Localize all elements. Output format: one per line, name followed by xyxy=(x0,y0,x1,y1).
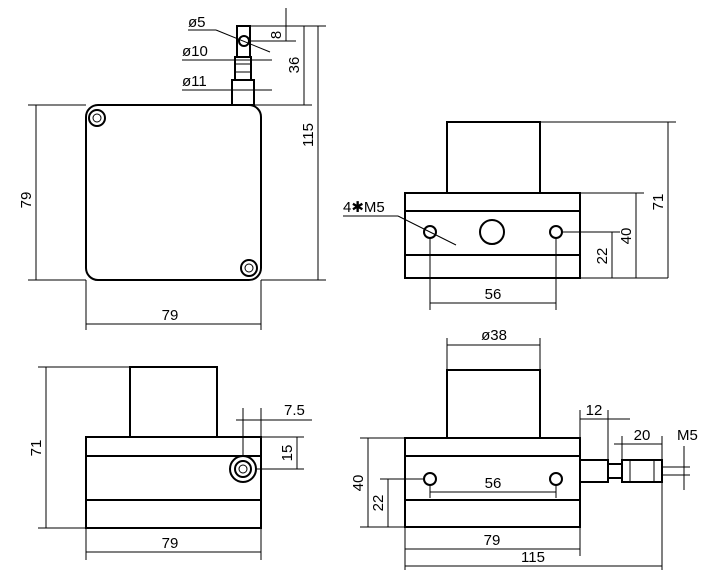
clevis-pin-hole xyxy=(238,35,250,47)
side-outlet-core xyxy=(238,464,248,474)
dim-bottom-40: 40 xyxy=(350,475,367,492)
dim-front-56: 56 xyxy=(485,286,502,303)
side-outlet-inner xyxy=(234,460,252,478)
dim-top-115: 115 xyxy=(300,123,317,147)
dim-bottom-20: 20 xyxy=(634,427,651,444)
screw-bottom-right xyxy=(240,259,258,277)
dim-front-40: 40 xyxy=(618,228,635,245)
dim-top-height: 79 xyxy=(18,192,35,209)
dim-side-79: 79 xyxy=(162,535,179,552)
center-hole xyxy=(479,219,505,245)
dim-side-7-5: 7.5 xyxy=(284,402,305,419)
dim-top-width: 79 xyxy=(162,307,179,324)
side-outlet-ring xyxy=(229,455,257,483)
dim-bottom-56: 56 xyxy=(485,475,502,492)
bottom-outlet-clevis xyxy=(621,459,663,483)
bottom-outlet-shaft xyxy=(607,463,623,479)
mount-hole-right xyxy=(549,225,563,239)
dim-bottom-115: 115 xyxy=(521,549,545,566)
base-body xyxy=(404,192,581,279)
bottom-hole-right xyxy=(549,472,563,486)
screw-bottom-right-inner xyxy=(244,263,254,273)
dim-bottom-12: 12 xyxy=(586,402,603,419)
dim-side-71: 71 xyxy=(28,440,45,457)
dim-front-holes: 4✱M5 xyxy=(343,199,385,216)
screw-top-left-inner xyxy=(92,113,102,123)
bottom-outlet-collar xyxy=(579,459,609,483)
dim-front-71: 71 xyxy=(650,194,667,211)
side-base-body xyxy=(85,436,262,529)
screw-top-left xyxy=(88,109,106,127)
dim-bottom-d38: ø38 xyxy=(481,327,507,344)
dim-top-d10: ø10 xyxy=(182,43,208,60)
dim-bottom-79: 79 xyxy=(484,532,501,549)
housing-outline xyxy=(85,104,262,281)
bottom-view: ø38 12 20 M5 40 22 56 79 xyxy=(350,327,698,570)
dim-bottom-22: 22 xyxy=(370,495,387,512)
bottom-hole-left xyxy=(423,472,437,486)
dim-top-d5: ø5 xyxy=(188,14,206,31)
side-view: 71 79 7.5 15 xyxy=(28,366,312,560)
outlet-collar xyxy=(231,79,255,106)
dim-bottom-m5: M5 xyxy=(677,427,698,444)
dim-top-36: 36 xyxy=(286,57,303,74)
bottom-drum-cover xyxy=(446,369,541,439)
dim-front-22: 22 xyxy=(594,248,611,265)
dim-side-15: 15 xyxy=(279,445,296,462)
top-view: 79 79 115 36 8 ø5 ø10 ø11 xyxy=(18,8,326,330)
side-drum-cover xyxy=(129,366,218,438)
front-view: 4✱M5 56 22 40 71 xyxy=(343,121,676,310)
dim-top-8: 8 xyxy=(268,31,285,39)
dim-top-d11: ø11 xyxy=(182,73,207,90)
drum-cover xyxy=(446,121,541,194)
